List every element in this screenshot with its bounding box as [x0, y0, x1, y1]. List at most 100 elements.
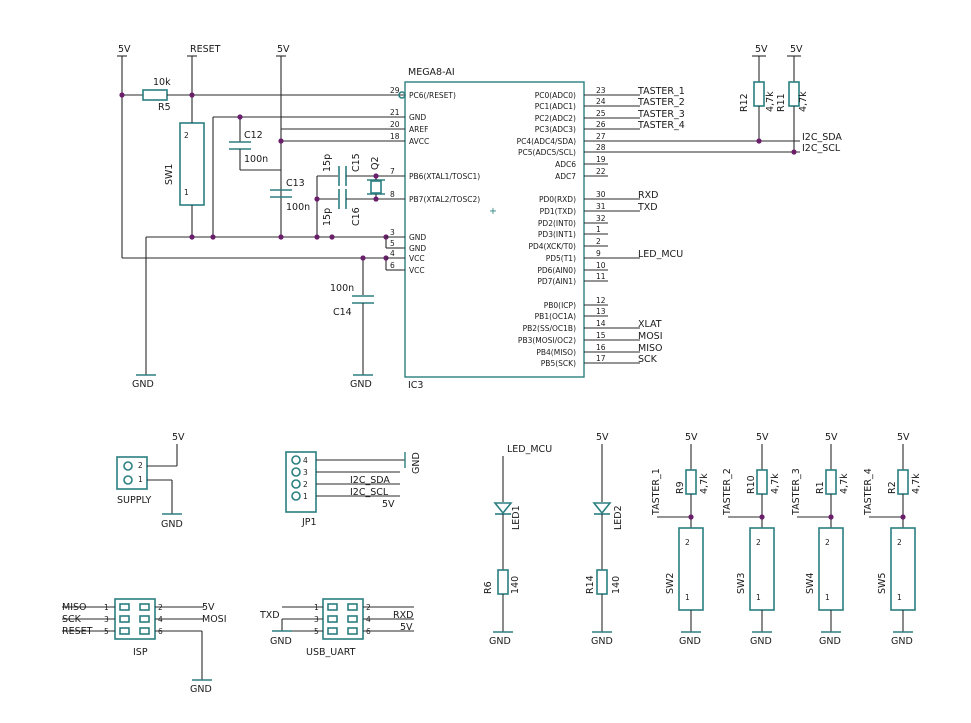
net-mosi: MOSI	[638, 331, 663, 342]
net-taster-4: TASTER_4	[637, 120, 685, 131]
uart-pin-3: 3	[314, 615, 319, 624]
isp-net-5v: 5V	[202, 602, 215, 613]
net-sck: SCK	[638, 354, 658, 365]
mcu-pin-number: 25	[596, 109, 606, 118]
r12-ref: R12	[739, 93, 750, 112]
jp1-pin-2: 2	[303, 480, 308, 489]
mcu-pin-name: PC0(ADC0)	[535, 91, 576, 100]
net-taster-2: TASTER_2	[637, 97, 685, 108]
jp1-pin-3: 3	[303, 468, 308, 477]
isp-pin-1: 1	[104, 603, 109, 612]
supply-connector: 2 1 5V GND SUPPLY	[116, 432, 185, 530]
mcu-pin-name: PD1(TXD)	[540, 207, 576, 216]
supply-gnd: GND	[161, 519, 183, 530]
button-res-ref: R9	[675, 481, 686, 494]
button-gnd: GND	[891, 636, 913, 647]
r14-ref: R14	[585, 575, 596, 594]
jp1-pin-1: 1	[303, 492, 308, 501]
net-i2c-sda: I2C_SDA	[802, 132, 842, 143]
button-res-value: 4,7k	[839, 473, 850, 494]
mcu-pin-number: 15	[596, 331, 606, 340]
net-rxd: RXD	[638, 190, 658, 201]
mcu-pin-name: PC2(ADC2)	[535, 114, 576, 123]
r11-ref: R11	[776, 93, 787, 112]
c16-ref: C16	[351, 207, 362, 226]
isp-pin-6: 6	[158, 627, 163, 636]
mcu-pin-name: PD5(T1)	[546, 254, 576, 263]
mcu-pin-name: PC1(ADC1)	[535, 102, 576, 111]
button-res-ref: R2	[887, 481, 898, 494]
r14-value: 140	[611, 576, 622, 594]
mcu-pin-number: 1	[596, 225, 601, 234]
mcu-pin-number: 5	[390, 239, 395, 248]
button-gnd: GND	[750, 636, 772, 647]
mcu-pin-name: GND	[409, 113, 426, 122]
c14-ref: C14	[333, 307, 352, 318]
mcu-pin-name: PB7(XTAL2/TOSC2)	[409, 195, 480, 204]
mcu-pin-name: PB2(SS/OC1B)	[523, 324, 576, 333]
mcu-pin-number: 10	[596, 261, 606, 270]
jp1-header: 4 3 2 1 GND I2C_SDA I2C_SCL 5V JP1	[285, 451, 422, 528]
mcu-pin-name: GND	[409, 244, 426, 253]
mcu-pin-number: 12	[596, 296, 606, 305]
mcu-pin-number: 13	[596, 307, 606, 316]
junction-dots	[119, 92, 389, 261]
mcu-pin-number: 2	[596, 237, 601, 246]
vcc-label-r12: 5V	[755, 44, 768, 55]
mcu-pin-number: 27	[596, 132, 606, 141]
sw1-pin-1: 1	[184, 188, 189, 197]
button-res-ref: R1	[815, 481, 826, 494]
mcu-pin-number: 11	[596, 272, 606, 281]
mcu-pin-name: PD7(AIN1)	[537, 277, 576, 286]
mcu-pin-name: PD4(XCK/T0)	[528, 242, 576, 251]
vcc-label-r11: 5V	[790, 44, 803, 55]
led1-gnd: GND	[489, 636, 511, 647]
mcu-pin-number: 16	[596, 343, 606, 352]
button-switch	[749, 527, 775, 611]
mcu-pin-name: AVCC	[409, 137, 429, 146]
led2-vcc: 5V	[596, 432, 609, 443]
jp1-net-scl: I2C_SCL	[350, 487, 389, 498]
supply-pin-1: 1	[138, 475, 143, 484]
reset-label: RESET	[190, 44, 221, 55]
net-led-mcu: LED_MCU	[638, 249, 683, 260]
mcu-pin-number: 7	[390, 167, 395, 176]
mcu-pin-name: AREF	[409, 125, 428, 134]
mcu-pin-number: 32	[596, 214, 606, 223]
c13-ref: C13	[286, 178, 305, 189]
button-vcc: 5V	[897, 432, 910, 443]
mcu-pin-number: 17	[596, 354, 606, 363]
button-res-value: 4,7k	[770, 473, 781, 494]
led-2-group: 5V GND LED2 R14 140	[585, 432, 624, 647]
button-pullup-resistor	[685, 469, 697, 495]
button-net: TASTER_3	[791, 468, 802, 516]
resistor-r5: 10k R5	[122, 77, 402, 113]
supply-ref: SUPPLY	[117, 495, 151, 506]
jp1-net-5v: 5V	[382, 499, 395, 510]
c16-value: 15p	[322, 208, 333, 226]
supply-pin-2: 2	[138, 461, 143, 470]
button-vcc: 5V	[756, 432, 769, 443]
mcu-pin-number: 23	[596, 86, 606, 95]
button-pin-2: 2	[756, 538, 761, 547]
jp1-pin-4: 4	[303, 456, 308, 465]
isp-ref: ISP	[133, 647, 148, 658]
isp-pin-5: 5	[104, 627, 109, 636]
mcu-pin-name: PD0(RXD)	[539, 195, 576, 204]
mcu-pin-number: 4	[390, 249, 395, 258]
mcu-pin-number: 26	[596, 120, 606, 129]
power-buses: 100n C14 GND GND	[122, 236, 402, 390]
mcu-pin-number: 9	[596, 249, 601, 258]
capacitor-c13: C13 100n	[270, 178, 310, 213]
jp1-net-gnd: GND	[411, 452, 422, 474]
button-pin-1: 1	[685, 593, 690, 602]
isp-net-miso: MISO	[62, 602, 87, 613]
mcu-pin-number: 28	[596, 143, 606, 152]
uart-pin-6: 6	[366, 627, 371, 636]
button-vcc: 5V	[685, 432, 698, 443]
mcu-pin-name: VCC	[409, 254, 425, 263]
sw1-pin-2: 2	[184, 131, 189, 140]
